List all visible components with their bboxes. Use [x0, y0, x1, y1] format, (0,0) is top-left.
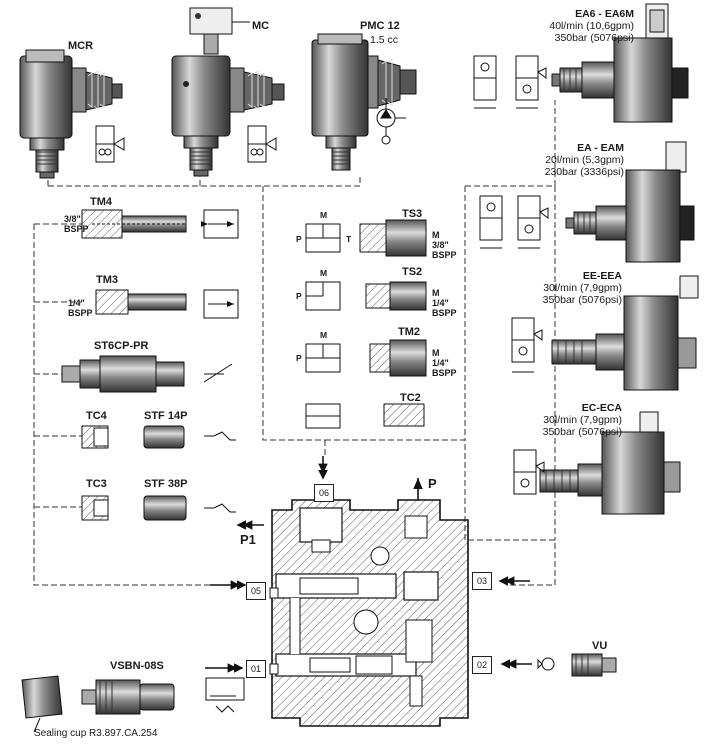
ec-spec: EC-ECA 30l/min (7,9gpm) 350bar (5076psi)	[543, 402, 622, 438]
ee-flow: 30l/min (7,9gpm)	[543, 282, 622, 294]
st6cp-label: ST6CP-PR	[94, 340, 149, 352]
stf38p-label: STF 38P	[144, 478, 188, 490]
ea-valve-drawing	[565, 141, 695, 263]
tm4-label: TM4	[90, 196, 112, 208]
tc4-label: TC4	[86, 410, 107, 422]
mc-symbol	[247, 125, 277, 163]
mc-label: MC	[252, 20, 270, 32]
ts3-label: TS3	[402, 208, 423, 220]
ea-flow: 20l/min (5,3gpm)	[545, 154, 624, 166]
ts2-symbol-p: P	[296, 291, 302, 301]
mcr-label: MCR	[68, 40, 94, 52]
vsbn-symbol	[205, 677, 245, 713]
vsbn-label: VSBN-08S	[110, 660, 164, 672]
ec-flow: 30l/min (7,9gpm)	[543, 414, 622, 426]
ts3-symbol-p: P	[296, 234, 302, 244]
tm2-fitting	[369, 339, 427, 377]
flow-label-p: P	[428, 476, 437, 491]
ec-name: EC-ECA	[581, 402, 622, 414]
ts2-fitting	[365, 281, 427, 311]
tm4-thread: 3/8"BSPP	[64, 214, 89, 234]
ec-symbols	[513, 449, 545, 495]
stf38p-fitting	[143, 495, 236, 521]
port-02: 02	[472, 656, 492, 674]
sealing-cup-label: Sealing cup R3.897.CA.254	[34, 728, 158, 739]
pmc-volume: 1.5 cc	[370, 34, 399, 46]
ts3-symbol-t: T	[346, 234, 352, 244]
port-06: 06	[314, 484, 334, 502]
pmc-label: PMC 12	[360, 20, 400, 32]
ea-name: EA - EAM	[577, 142, 624, 154]
ea-symbols	[479, 195, 549, 249]
pmc-pump-symbol	[376, 98, 406, 145]
tc4-fitting	[81, 425, 109, 449]
tm2-symbol-p: P	[296, 353, 302, 363]
port-05: 05	[246, 582, 266, 600]
ea6-spec: EA6 - EA6M 40l/min (10,6gpm) 350bar (507…	[549, 8, 634, 44]
ee-valve-drawing	[551, 275, 699, 391]
ea6-symbols	[473, 55, 547, 109]
pmc-valve-drawing	[311, 33, 417, 171]
ee-pressure: 350bar (5076psi)	[542, 294, 622, 306]
ts3-symbol-m: M	[320, 210, 328, 220]
ee-symbols	[511, 317, 543, 373]
ee-name: EE-EEA	[582, 270, 622, 282]
tm2-symbol-m: M	[320, 330, 328, 340]
tm2-label: TM2	[398, 326, 420, 338]
flow-arrows	[205, 456, 532, 673]
manifold-block	[269, 499, 469, 727]
ts2-symbol-m: M	[320, 268, 328, 278]
stf14p-label: STF 14P	[144, 410, 188, 422]
tm3-fitting	[95, 289, 239, 319]
ee-spec: EE-EEA 30l/min (7,9gpm) 350bar (5076psi)	[543, 270, 622, 306]
ea-pressure: 230bar (3336psi)	[544, 166, 624, 178]
ea6-pressure: 350bar (5076psi)	[554, 32, 634, 44]
ea6-name: EA6 - EA6M	[575, 8, 634, 20]
st6cp-valve	[61, 355, 233, 393]
ec-pressure: 350bar (5076psi)	[542, 426, 622, 438]
mc-valve-drawing	[171, 7, 285, 177]
ts2-label: TS2	[402, 266, 423, 278]
ea6-valve-drawing	[551, 3, 689, 123]
vu-check-symbol	[537, 657, 555, 671]
ea-spec: EA - EAM 20l/min (5,3gpm) 230bar (3336ps…	[545, 142, 624, 178]
vu-valve	[571, 653, 617, 677]
ea6-flow: 40l/min (10,6gpm)	[549, 20, 634, 32]
ts2-symbol	[305, 281, 341, 311]
sealing-cup-drawing	[21, 675, 63, 733]
mcr-valve-drawing	[19, 49, 123, 179]
tm3-thread: 1/4"BSPP	[68, 298, 93, 318]
port-01: 01	[246, 660, 266, 678]
tc3-label: TC3	[86, 478, 107, 490]
ts3-fitting	[359, 219, 427, 257]
tm2-symbol	[305, 343, 341, 373]
mcr-symbol	[95, 125, 125, 163]
tm4-fitting	[81, 209, 239, 239]
tc2-fitting	[383, 403, 425, 427]
ts3-symbol	[305, 223, 341, 253]
port-03: 03	[472, 572, 492, 590]
flow-label-p1: P1	[240, 532, 256, 547]
ec-valve-drawing	[539, 411, 681, 515]
vu-label: VU	[592, 640, 608, 652]
tc3-fitting	[81, 495, 109, 521]
stf14p-fitting	[143, 425, 236, 449]
tc2-symbol	[305, 403, 341, 429]
vsbn-valve	[81, 679, 175, 715]
tm3-label: TM3	[96, 274, 118, 286]
tc2-label: TC2	[400, 392, 421, 404]
dash-lines	[33, 100, 556, 586]
